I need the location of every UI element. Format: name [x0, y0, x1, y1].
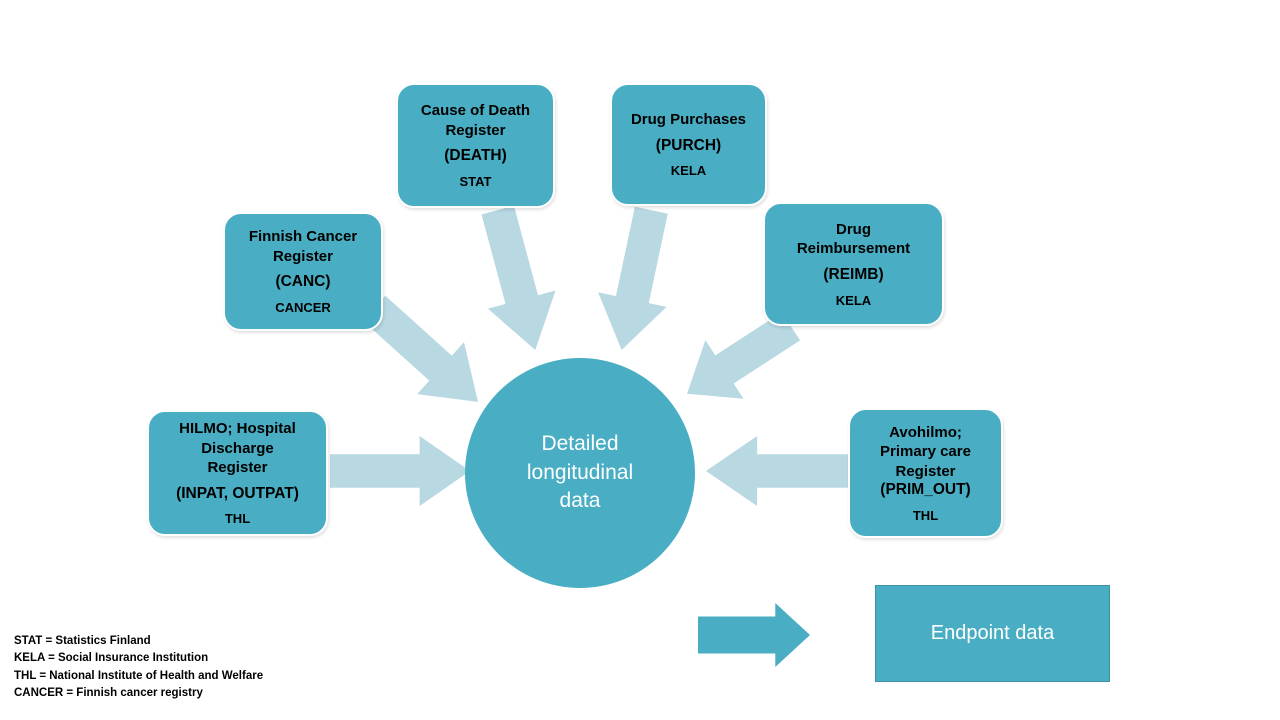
arrow-drug-purchases-to-center	[587, 203, 685, 357]
source-code: (PRIM_OUT)	[880, 481, 971, 499]
source-box-cause-of-death-register: Cause of Death Register (DEATH) STAT	[396, 83, 555, 208]
legend-item-cancer: CANCER = Finnish cancer registry	[14, 687, 203, 700]
arrow-center-to-endpoint	[698, 603, 810, 667]
source-name: HILMO; Hospital Discharge Register	[179, 420, 296, 477]
source-agency: KELA	[670, 163, 707, 179]
endpoint-label: Endpoint data	[930, 622, 1055, 644]
source-agency: KELA	[835, 292, 872, 308]
source-code: (REIMB)	[823, 265, 884, 283]
arrow-primary-care-to-center	[706, 436, 848, 506]
legend-item-kela: KELA = Social Insurance Institution	[14, 652, 209, 665]
source-name: Drug Purchases	[630, 111, 747, 129]
source-code: (CANC)	[275, 273, 331, 291]
source-code: (PURCH)	[655, 136, 722, 154]
source-agency: CANCER	[275, 300, 331, 315]
source-agency: THL	[224, 511, 251, 527]
source-agency: STAT	[459, 174, 492, 189]
legend-item-stat: STAT = Statistics Finland	[14, 635, 151, 647]
detailed-longitudinal-data-node: Detailed longitudinal data	[465, 358, 695, 588]
source-name: Avohilmo; Primary care Register	[880, 423, 971, 480]
source-box-hospital-discharge-register: HILMO; Hospital Discharge Register (INPA…	[147, 410, 328, 536]
center-node-label: Detailed longitudinal data	[526, 431, 634, 513]
source-box-drug-reimbursement: Drug Reimbursement (REIMB) KELA	[763, 202, 944, 326]
legend: STAT = Statistics Finland KELA = Social …	[14, 633, 263, 703]
source-code: (INPAT, OUTPAT)	[176, 484, 299, 502]
arrow-death-register-to-center	[464, 201, 569, 359]
source-name: Cause of Death Register	[420, 102, 531, 139]
arrow-hospital-register-to-center	[330, 436, 470, 506]
legend-item-thl: THL = National Institute of Health and W…	[14, 669, 264, 682]
source-box-finnish-cancer-register: Finnish Cancer Register (CANC) CANCER	[223, 212, 383, 331]
source-box-primary-care-register: Avohilmo; Primary care Register (PRIM_OU…	[848, 408, 1003, 538]
source-box-drug-purchases: Drug Purchases (PURCH) KELA	[610, 83, 767, 206]
source-code: (DEATH)	[444, 147, 507, 165]
source-name: Drug Reimbursement	[796, 220, 911, 258]
endpoint-data-box: Endpoint data	[875, 585, 1110, 682]
source-agency: THL	[912, 507, 939, 523]
source-name: Finnish Cancer Register	[248, 228, 358, 265]
